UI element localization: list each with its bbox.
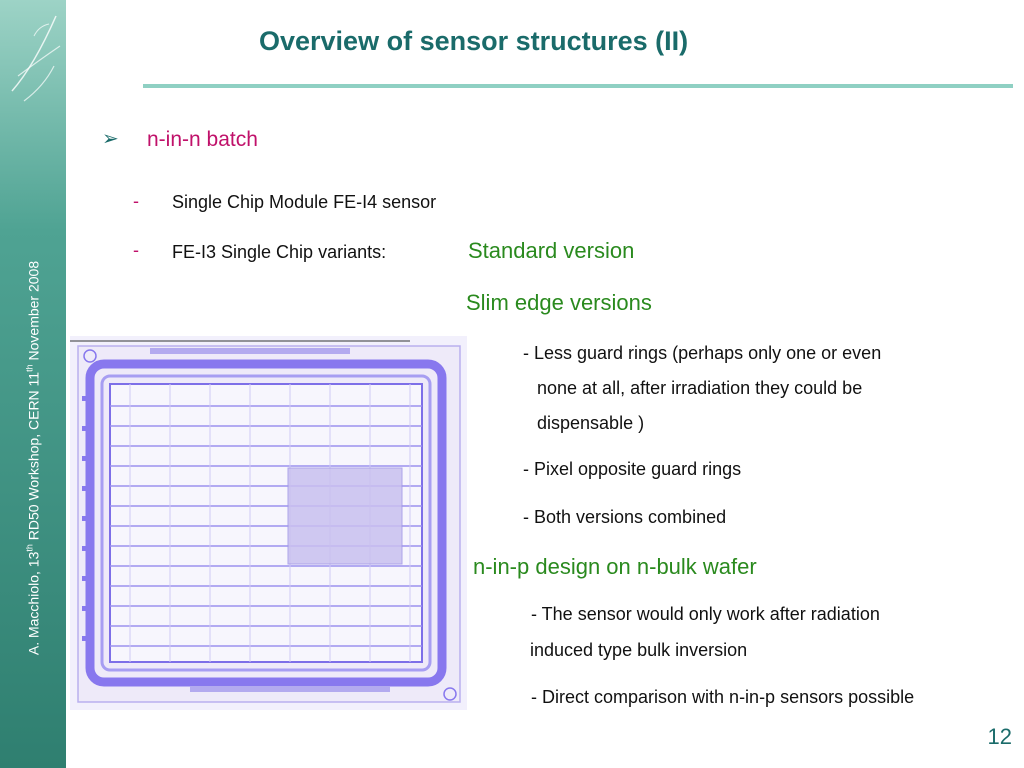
slim-point: none at all, after irradiation they coul… <box>537 378 863 398</box>
bullet-heading: n-in-n batch <box>147 128 258 151</box>
nin-p-label: n-in-p design on n-bulk wafer <box>473 554 757 579</box>
dash-icon: - <box>133 191 139 211</box>
nin-p-point: induced type bulk inversion <box>530 640 748 660</box>
sensor-chip-layout-image <box>70 336 467 710</box>
list-item: FE-I3 Single Chip variants: <box>172 242 387 262</box>
standard-version-label: Standard version <box>468 238 635 263</box>
slim-point: dispensable ) <box>537 413 645 433</box>
slim-point: - Less guard rings (perhaps only one or … <box>523 343 882 363</box>
nin-p-point: - The sensor would only work after radia… <box>531 604 880 624</box>
title-divider <box>143 84 1013 88</box>
logo-icon <box>11 15 61 102</box>
sidebar-band: A. Macchiolo, 13th RD50 Workshop, CERN 1… <box>0 0 66 768</box>
slim-point: - Pixel opposite guard rings <box>523 459 742 479</box>
page-number: 12 <box>987 724 1012 749</box>
slim-edge-label: Slim edge versions <box>466 290 652 315</box>
slide-title: Overview of sensor structures (II) <box>259 26 689 56</box>
nin-p-point: - Direct comparison with n-in-p sensors … <box>531 687 915 707</box>
slim-point: - Both versions combined <box>523 507 727 527</box>
list-item: Single Chip Module FE-I4 sensor <box>172 192 437 212</box>
dash-icon: - <box>133 240 139 260</box>
arrow-bullet-icon: ➢ <box>102 128 119 150</box>
sidebar-author-text: A. Macchiolo, 13th RD50 Workshop, CERN 1… <box>24 260 42 656</box>
